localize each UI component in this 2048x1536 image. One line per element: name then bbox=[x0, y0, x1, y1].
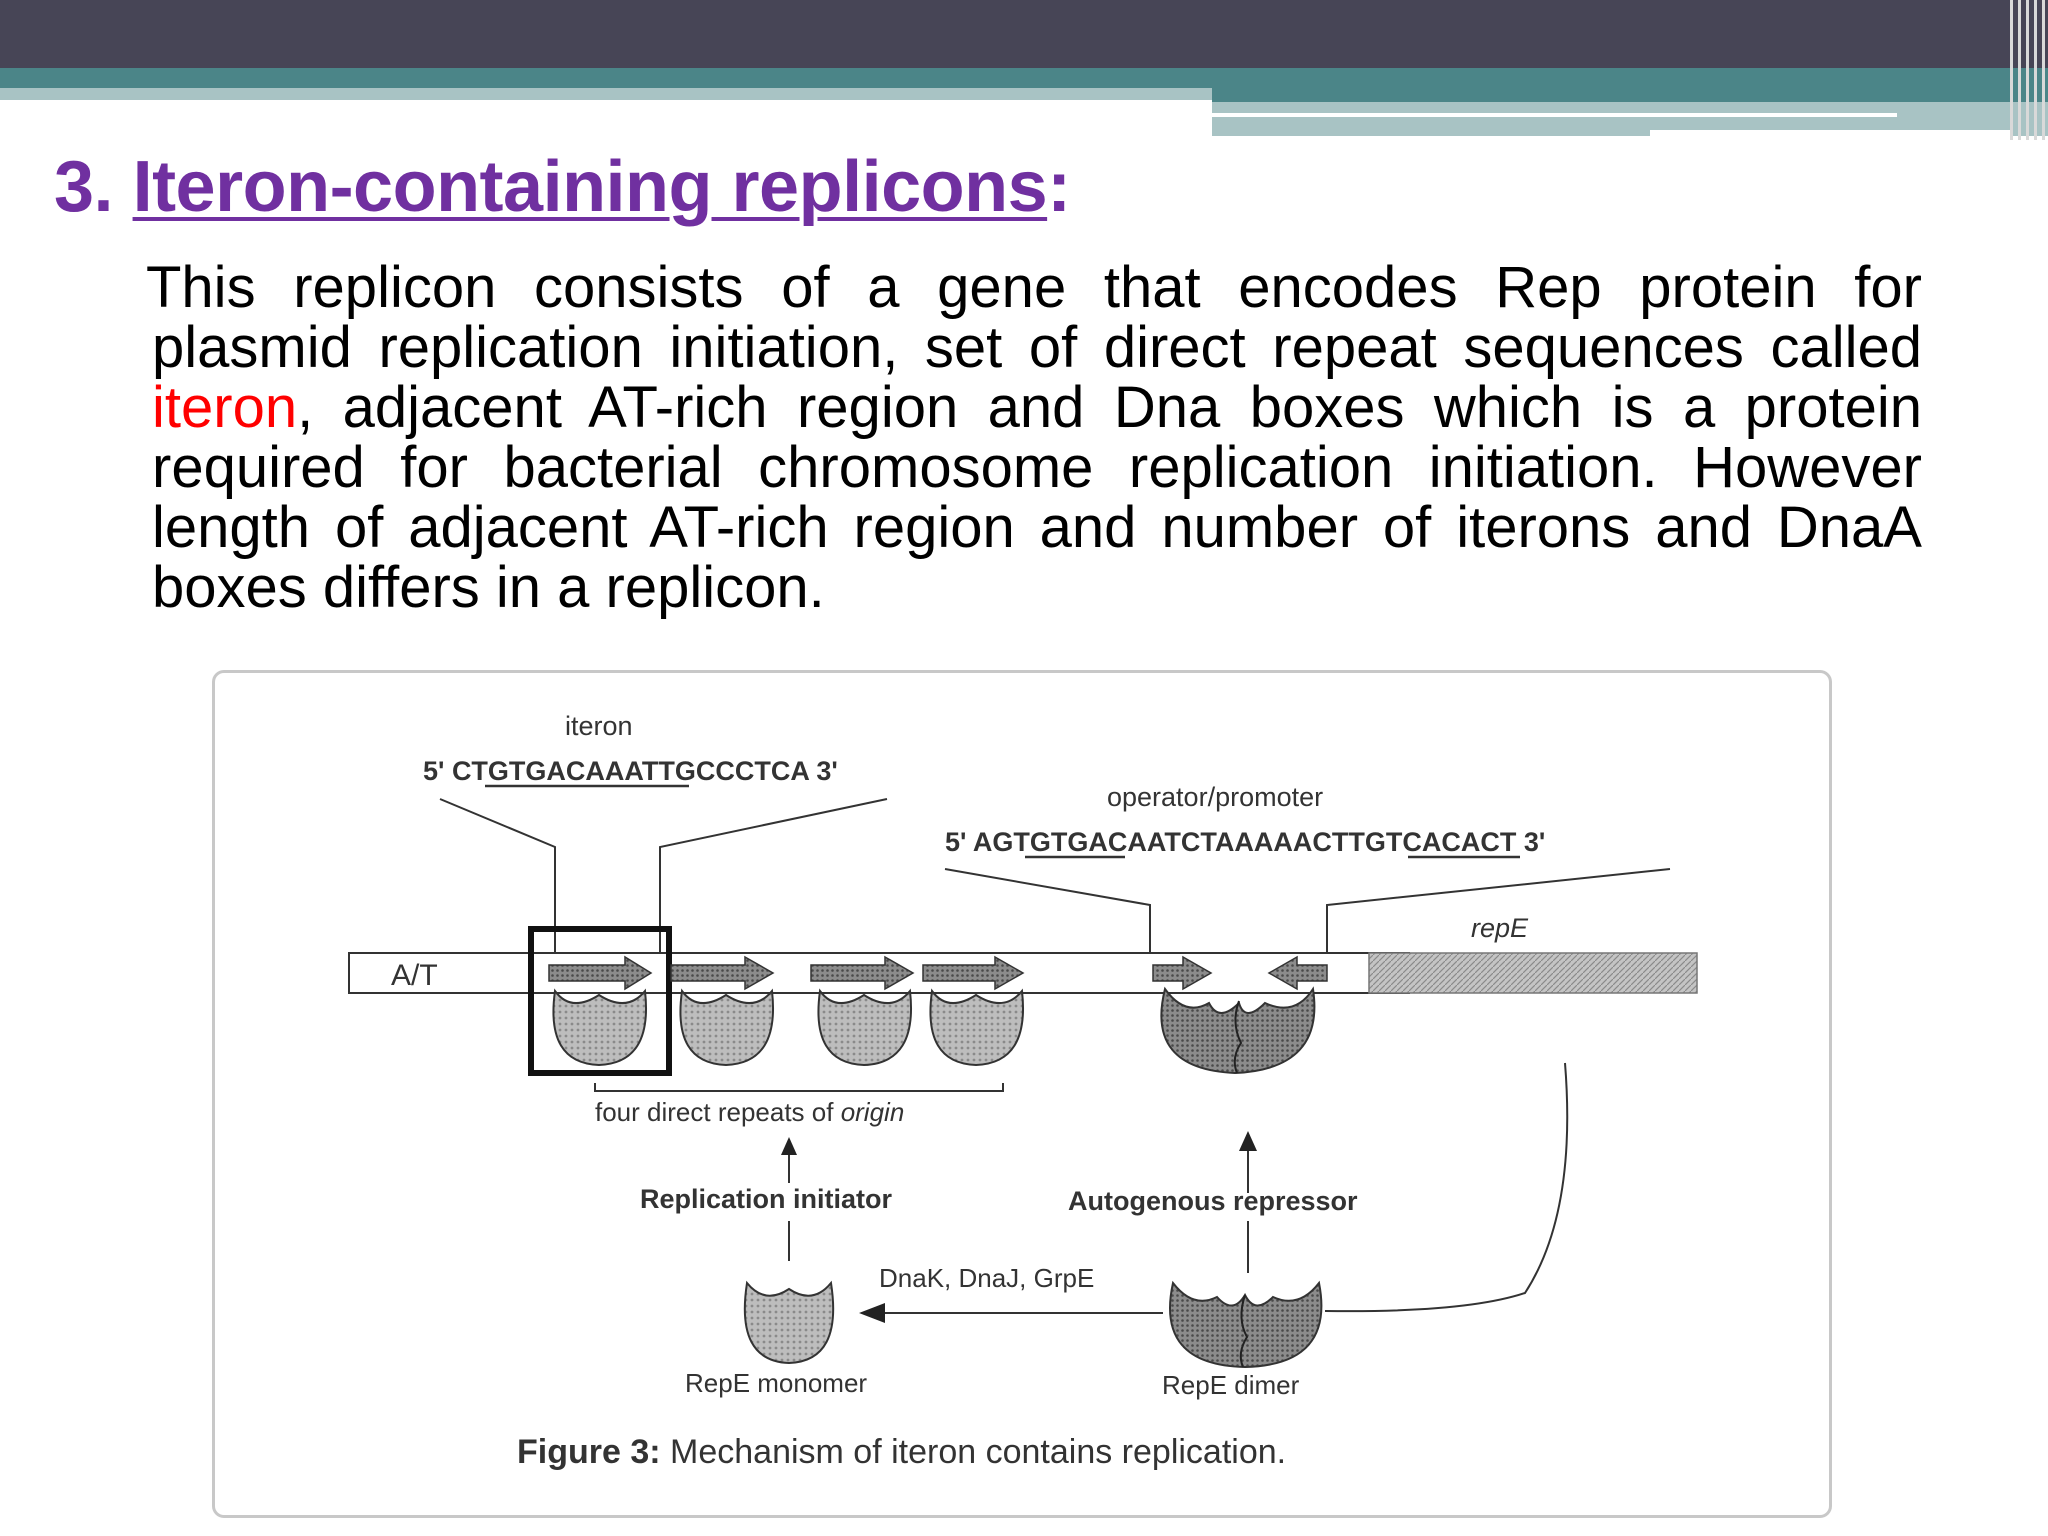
slide-title: 3. Iteron-containing replicons: bbox=[54, 146, 1071, 228]
operator-leader-left bbox=[944, 868, 1151, 961]
at-label: A/T bbox=[391, 959, 438, 992]
initiator-arrowhead bbox=[781, 1137, 797, 1155]
repe-monomer-label: RepE monomer bbox=[685, 1368, 867, 1398]
iteron-leader-left bbox=[439, 798, 556, 965]
replication-initiator-label: Replication initiator bbox=[640, 1184, 893, 1214]
figure-diagram: iteron 5' CTGTGACAAATTGCCCTCA 3' operato… bbox=[348, 711, 1698, 1471]
feedback-loop-line bbox=[1324, 1062, 1569, 1313]
figure-frame: iteron 5' CTGTGACAAATTGCCCTCA 3' operato… bbox=[212, 670, 1832, 1518]
figure-caption: Figure 3: Mechanism of iteron contains r… bbox=[517, 1433, 1286, 1471]
operator-label: operator/promoter bbox=[1107, 782, 1323, 812]
header-right-bar bbox=[1212, 88, 2048, 102]
header-dark-bar bbox=[0, 0, 2048, 68]
chaperones-label: DnaK, DnaJ, GrpE bbox=[879, 1263, 1094, 1293]
iteron-label: iteron bbox=[565, 711, 633, 741]
title-link[interactable]: Iteron-containing replicons bbox=[132, 147, 1048, 227]
iteron-leader-right bbox=[659, 798, 888, 965]
free-repe-monomer bbox=[743, 1280, 835, 1365]
free-repe-dimer bbox=[1169, 1280, 1323, 1369]
chaperone-arrowhead bbox=[859, 1303, 885, 1323]
header-right-divider-2 bbox=[1650, 130, 2010, 138]
iteron-highlight-box bbox=[528, 926, 672, 1076]
paragraph-highlight: iteron bbox=[152, 375, 298, 440]
repeats-bracket bbox=[594, 1083, 1004, 1092]
operator-leader-right bbox=[1326, 868, 1671, 961]
repeats-label: four direct repeats of origin bbox=[595, 1097, 904, 1127]
title-suffix: : bbox=[1047, 147, 1071, 227]
header-teal-bar bbox=[0, 68, 2048, 88]
header-light-bar bbox=[0, 88, 1212, 100]
slide-paragraph: This replicon consists of a gene that en… bbox=[146, 258, 1922, 620]
operator-sequence: 5' AGTGTGACAATCTAAAAACTTGTCACACT 3' bbox=[945, 827, 1545, 857]
bound-repe-dimer bbox=[1160, 986, 1316, 1075]
repe-gene bbox=[1368, 952, 1698, 994]
iteron-arrows bbox=[548, 955, 1328, 991]
paragraph-text-after: , adjacent AT-rich region and Dna boxes … bbox=[152, 375, 1922, 620]
iteron-sequence: 5' CTGTGACAAATTGCCCTCA 3' bbox=[423, 756, 838, 786]
header-right-divider bbox=[1212, 113, 1897, 117]
header-corner-stripes bbox=[2008, 0, 2048, 140]
bound-repe-monomers bbox=[552, 988, 1024, 1067]
title-number: 3. bbox=[54, 147, 114, 227]
paragraph-text-before: This replicon consists of a gene that en… bbox=[146, 255, 1922, 380]
autogenous-repressor-label: Autogenous repressor bbox=[1068, 1186, 1358, 1216]
repe-dimer-label: RepE dimer bbox=[1162, 1370, 1300, 1400]
repe-label: repE bbox=[1471, 913, 1529, 943]
repressor-arrowhead bbox=[1239, 1131, 1257, 1151]
